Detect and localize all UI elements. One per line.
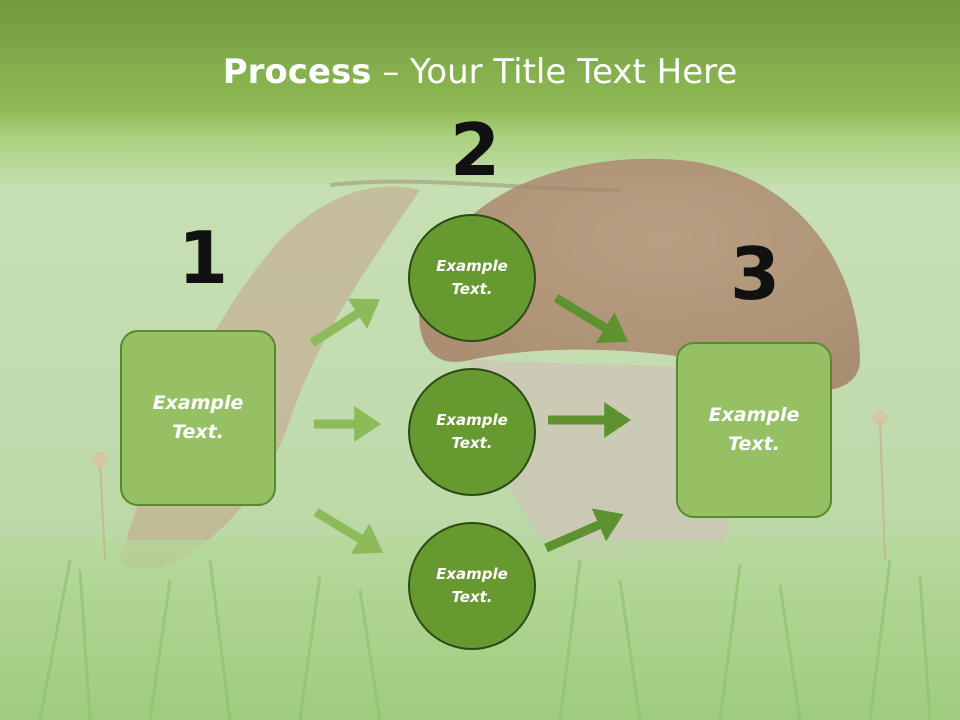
circle-top: Example Text. xyxy=(408,214,536,342)
step-3-text: Example Text. xyxy=(708,404,800,455)
circle-bottom-text: Example Text. xyxy=(436,565,508,606)
circle-bottom: Example Text. xyxy=(408,522,536,650)
circle-middle-text: Example Text. xyxy=(436,411,508,452)
step-number-1: 1 xyxy=(178,216,229,300)
arrow-1-to-top xyxy=(309,298,381,347)
step-number-2: 2 xyxy=(450,108,501,192)
step-number-3: 3 xyxy=(730,232,781,316)
step-1-text: Example Text. xyxy=(152,392,244,443)
arrow-1-to-bottom xyxy=(313,508,384,555)
slide-title: Process – Your Title Text Here xyxy=(0,52,960,92)
step-3-box: Example Text. xyxy=(676,342,832,518)
mushroom-cap xyxy=(419,158,860,391)
title-bold: Process xyxy=(222,52,372,92)
circle-top-text: Example Text. xyxy=(436,257,508,298)
arrow-bottom-to-3 xyxy=(544,508,624,553)
arrow-top-to-3 xyxy=(553,294,629,344)
title-rest: – Your Title Text Here xyxy=(371,52,738,92)
circle-middle: Example Text. xyxy=(408,368,536,496)
step-1-box: Example Text. xyxy=(120,330,276,506)
